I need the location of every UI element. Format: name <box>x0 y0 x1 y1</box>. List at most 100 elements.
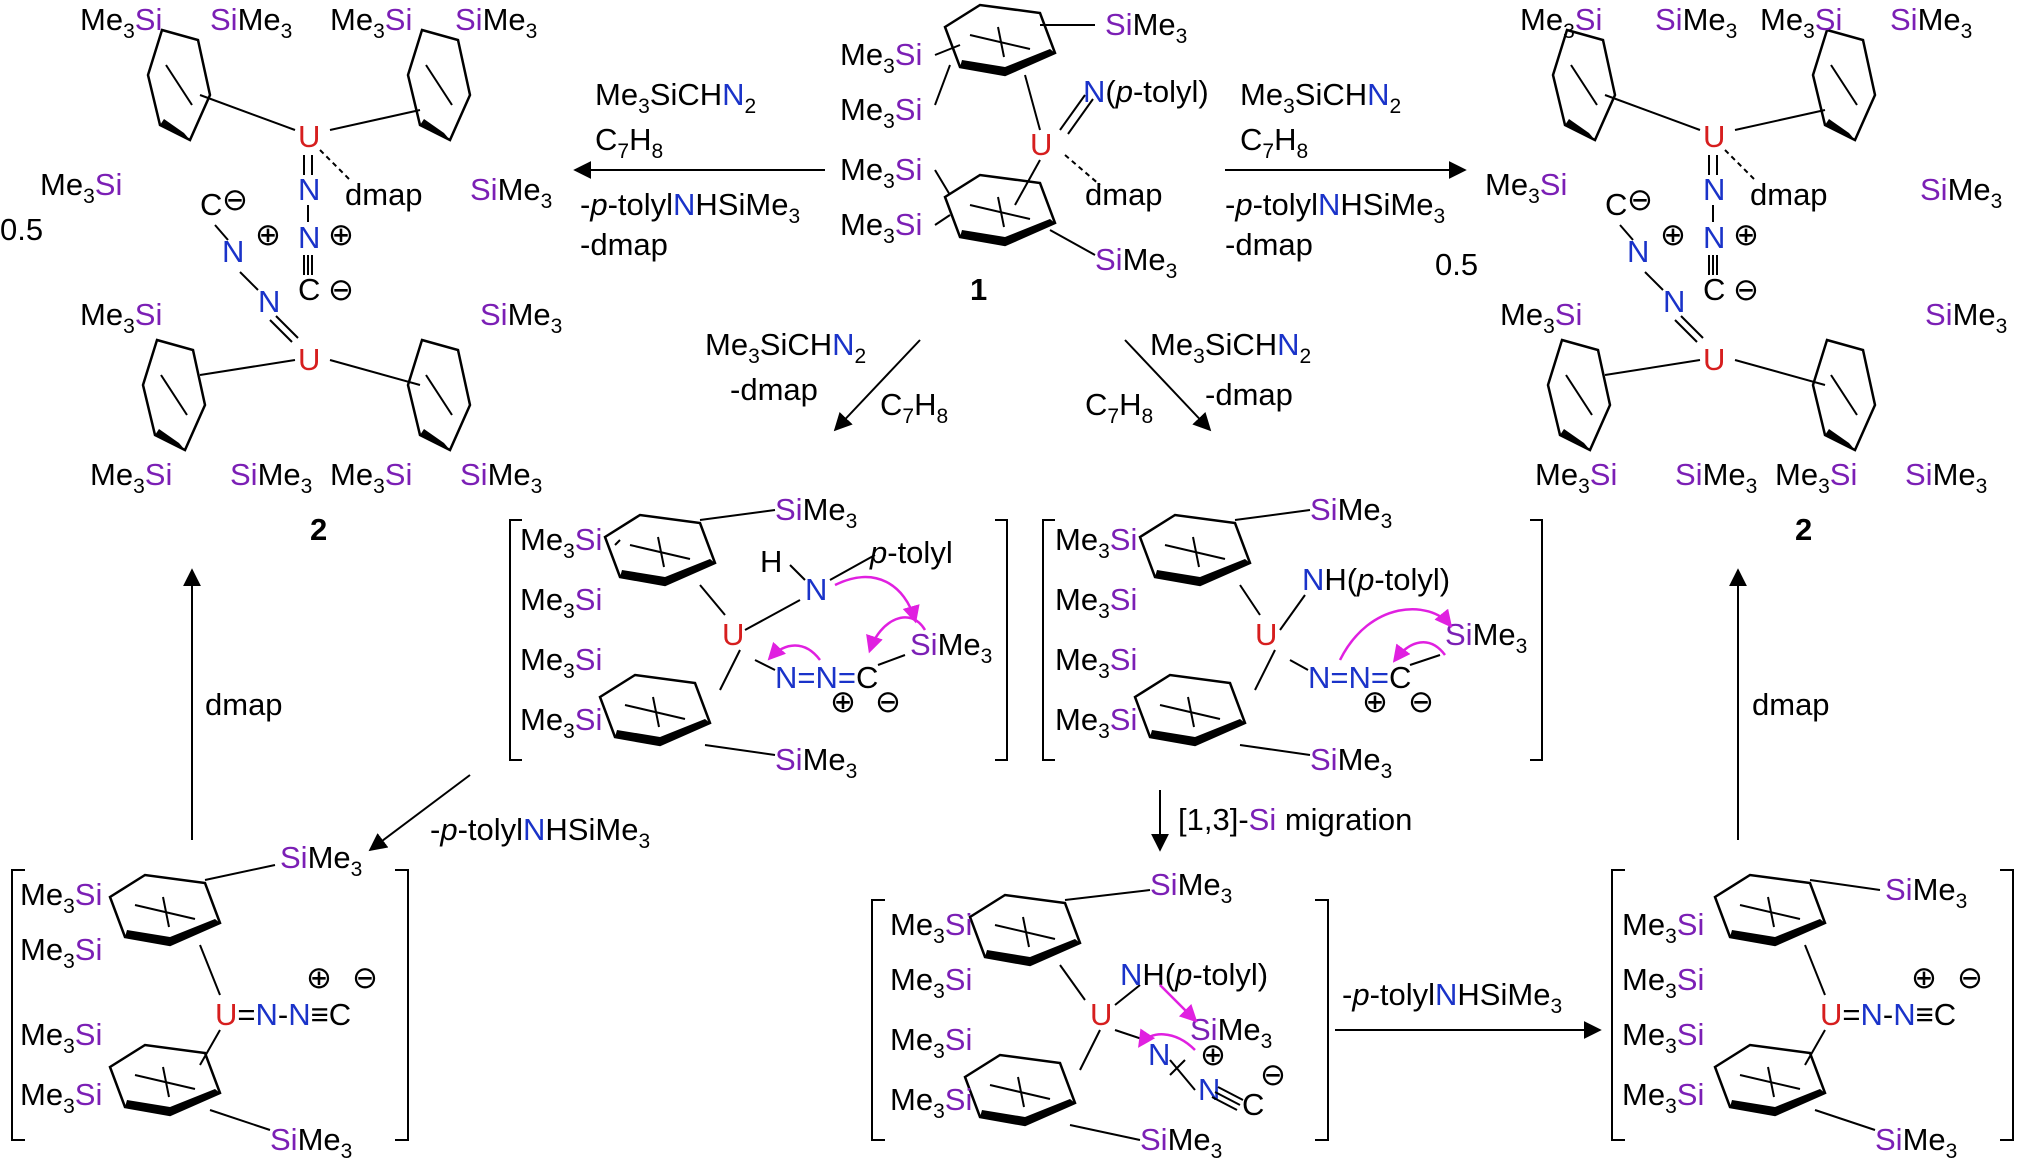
reagent-dmap-loss: -dmap <box>730 372 818 407</box>
minus-charge: ⊖ <box>1957 960 1983 995</box>
svg-text:U=N-N≡C: U=N-N≡C <box>1820 997 1956 1032</box>
nitrogen-atom: N <box>1703 172 1725 207</box>
arrow-left-top: Me3SiCHN2 C7H8 -p-tolylNHSiMe3 -dmap <box>573 77 825 262</box>
svg-text:SiMe3: SiMe3 <box>1105 7 1187 48</box>
svg-text:SiMe3: SiMe3 <box>1890 2 1972 43</box>
reagent-dmap-loss: -dmap <box>1205 377 1293 412</box>
svg-text:Me3Si: Me3Si <box>1485 167 1567 208</box>
plus-charge: ⊕ <box>1362 684 1388 719</box>
svg-text:Me3Si: Me3Si <box>1622 907 1704 948</box>
svg-text:SiMe3: SiMe3 <box>460 457 542 498</box>
uranium-atom-top: U <box>1703 119 1725 154</box>
svg-text:SiMe3: SiMe3 <box>480 297 562 338</box>
svg-text:Me3Si: Me3Si <box>1535 457 1617 498</box>
dmap-ligand: dmap <box>1085 177 1163 212</box>
plus-charge: ⊕ <box>328 217 354 252</box>
svg-text:-p-tolylNHSiMe3: -p-tolylNHSiMe3 <box>1342 977 1562 1018</box>
reagent-dmap-loss: -dmap <box>580 227 668 262</box>
uranium-atom: U <box>1030 127 1052 162</box>
curly-arrow <box>1159 984 1198 1023</box>
arrow-right-top: Me3SiCHN2 C7H8 -p-tolylNHSiMe3 -dmap <box>1225 77 1467 262</box>
svg-text:Me3Si: Me3Si <box>520 702 602 743</box>
svg-text:SiMe3: SiMe3 <box>270 1122 352 1161</box>
svg-text:SiMe3: SiMe3 <box>1675 457 1757 498</box>
svg-text:Me3Si: Me3Si <box>80 2 162 43</box>
svg-text:Me3Si: Me3Si <box>890 1022 972 1063</box>
svg-text:Me3Si: Me3Si <box>20 932 102 973</box>
svg-text:p-tolyl: p-tolyl <box>869 535 953 570</box>
minus-charge: ⊖ <box>1260 1057 1286 1092</box>
compound-1: SiMe3 Me3Si Me3Si Me3Si Me3Si SiMe3 U N(… <box>840 3 1209 307</box>
minus-charge: ⊖ <box>875 684 901 719</box>
svg-text:Me3Si: Me3Si <box>1760 2 1842 43</box>
uranium-atom-top: U <box>298 119 320 154</box>
minus-charge: ⊖ <box>1408 684 1434 719</box>
svg-text:SiMe3: SiMe3 <box>1150 867 1232 908</box>
plus-charge: ⊕ <box>1911 960 1937 995</box>
svg-text:C7H8: C7H8 <box>1240 122 1308 163</box>
svg-text:Me3Si: Me3Si <box>1520 2 1602 43</box>
plus-charge: ⊕ <box>1733 217 1759 252</box>
svg-text:SiMe3: SiMe3 <box>470 172 552 213</box>
svg-text:Me3Si: Me3Si <box>1622 962 1704 1003</box>
svg-text:-p-tolylNHSiMe3: -p-tolylNHSiMe3 <box>1225 187 1445 228</box>
curly-arrow <box>866 616 927 654</box>
reagent-dmap-loss: -dmap <box>1225 227 1313 262</box>
plus-charge: ⊕ <box>830 684 856 719</box>
minus-charge: ⊖ <box>1627 182 1653 217</box>
svg-text:N=N=C: N=N=C <box>775 660 878 695</box>
svg-text:Me3Si: Me3Si <box>1055 702 1137 743</box>
svg-text:[1,3]-Si migration: [1,3]-Si migration <box>1178 802 1412 837</box>
svg-text:Me3Si: Me3Si <box>330 457 412 498</box>
carbon-atom: C <box>200 187 222 222</box>
svg-text:NH(p-tolyl): NH(p-tolyl) <box>1120 957 1268 992</box>
minus-charge: ⊖ <box>328 272 354 307</box>
nitrogen-atom: N <box>1663 284 1685 319</box>
curly-arrow <box>834 575 920 624</box>
uranium-atom-bottom: U <box>298 342 320 377</box>
svg-text:Me3Si: Me3Si <box>840 92 922 133</box>
uranium-atom: U <box>1090 997 1112 1032</box>
plus-charge: ⊕ <box>306 960 332 995</box>
svg-text:Me3Si: Me3Si <box>1775 457 1857 498</box>
nitrogen-atom: N <box>1627 234 1649 269</box>
curly-arrow <box>767 641 821 661</box>
nitrogen-atom: N <box>298 220 320 255</box>
stoichiometry-label: 0.5 <box>1435 247 1478 282</box>
svg-text:N=N=C: N=N=C <box>1308 660 1411 695</box>
svg-text:Me3SiCHN2: Me3SiCHN2 <box>705 327 866 368</box>
curly-arrow <box>1392 641 1446 663</box>
stoichiometry-label: 0.5 <box>0 212 43 247</box>
svg-text:SiMe3: SiMe3 <box>455 2 537 43</box>
svg-text:-p-tolylNHSiMe3: -p-tolylNHSiMe3 <box>580 187 800 228</box>
curly-arrow <box>1338 607 1453 661</box>
carbon-atom: C <box>1242 1087 1264 1122</box>
compound-2-right: Me3Si SiMe3 Me3Si SiMe3 Me3Si SiMe3 Me3S… <box>1435 2 2007 547</box>
svg-text:-p-tolylNHSiMe3: -p-tolylNHSiMe3 <box>430 812 650 853</box>
svg-text:C7H8: C7H8 <box>1085 387 1153 428</box>
nitrogen-atom: N <box>805 572 827 607</box>
nitrogen-atom: N <box>1703 220 1725 255</box>
svg-text:Me3Si: Me3Si <box>840 207 922 248</box>
svg-text:Me3Si: Me3Si <box>20 877 102 918</box>
svg-text:Me3Si: Me3Si <box>520 522 602 563</box>
svg-text:SiMe3: SiMe3 <box>1140 1122 1222 1161</box>
svg-text:SiMe3: SiMe3 <box>1655 2 1737 43</box>
svg-text:Me3Si: Me3Si <box>520 582 602 623</box>
svg-text:SiMe3: SiMe3 <box>210 2 292 43</box>
svg-text:N(p-tolyl): N(p-tolyl) <box>1083 74 1209 109</box>
svg-text:Me3Si: Me3Si <box>1055 642 1137 683</box>
reagent-dmap: dmap <box>1752 687 1830 722</box>
svg-text:Me3Si: Me3Si <box>80 297 162 338</box>
intermediate-bottom-left: Me3Si Me3Si Me3Si Me3Si SiMe3 SiMe3 U=N-… <box>11 840 409 1161</box>
svg-text:Me3Si: Me3Si <box>520 642 602 683</box>
svg-text:SiMe3: SiMe3 <box>280 840 362 881</box>
compound-2-left: Me3Si SiMe3 Me3Si SiMe3 Me3Si SiMe3 Me3S… <box>0 2 562 547</box>
carbon-atom: C <box>1605 187 1627 222</box>
arrow-diag-right: Me3SiCHN2 -dmap C7H8 <box>1085 327 1311 432</box>
svg-text:Me3Si: Me3Si <box>330 2 412 43</box>
arrow-amine-loss-bottom: -p-tolylNHSiMe3 <box>1335 977 1602 1039</box>
svg-text:Me3Si: Me3Si <box>890 907 972 948</box>
dmap-ligand: dmap <box>1750 177 1828 212</box>
nitrogen-atom: N <box>222 234 244 269</box>
